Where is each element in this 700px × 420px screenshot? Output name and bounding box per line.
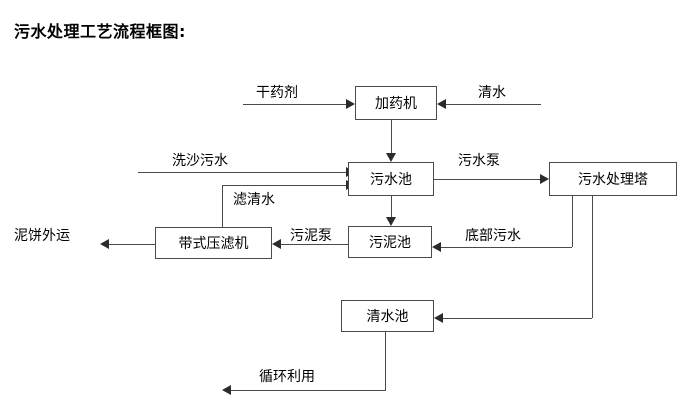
node-belt-filter-press[interactable]: 带式压滤机 — [155, 227, 272, 259]
arrow-dosing-to-sewage — [386, 153, 396, 162]
node-treatment-tower[interactable]: 污水处理塔 — [549, 162, 677, 196]
edge-line-sewage-pump — [434, 179, 540, 180]
edge-line-dry-agent — [243, 104, 346, 105]
edge-line-recycle-horizontal — [231, 390, 386, 391]
arrow-sludge-pump — [272, 239, 281, 249]
arrow-sewage-pump — [540, 174, 549, 184]
edge-label-recycle-use: 循环利用 — [259, 369, 315, 385]
arrow-tower-to-clear — [434, 313, 443, 323]
edge-line-bottom-sewage-horizontal — [441, 247, 572, 248]
arrow-mud-cake-out — [100, 239, 109, 249]
edge-label-sludge-pump: 污泥泵 — [290, 228, 332, 244]
edge-line-dosing-to-sewage — [391, 120, 392, 153]
edge-label-sand-wash-sewage: 洗沙污水 — [172, 153, 228, 169]
edge-label-dry-agent: 干药剂 — [256, 85, 298, 101]
node-dosing-machine[interactable]: 加药机 — [355, 86, 437, 120]
edge-line-sewage-to-sludge — [391, 196, 392, 217]
arrow-clean-water — [437, 99, 446, 109]
edge-line-recycle-vertical — [385, 332, 386, 390]
edge-line-sludge-pump — [281, 244, 348, 245]
edge-label-filtrate-water: 滤清水 — [233, 192, 275, 208]
arrow-recycle-use — [222, 385, 231, 395]
page-title: 污水处理工艺流程框图: — [14, 22, 186, 41]
node-sewage-pool[interactable]: 污水池 — [348, 162, 434, 196]
arrow-bottom-sewage — [432, 242, 441, 252]
arrow-dry-agent — [346, 99, 355, 109]
edge-line-tower-to-clear-vertical — [592, 196, 593, 318]
node-sludge-pool[interactable]: 污泥池 — [348, 226, 432, 258]
edge-line-filtrate-horizontal — [222, 185, 346, 186]
edge-label-clean-water: 清水 — [478, 85, 506, 101]
edge-line-mud-cake-out — [109, 244, 155, 245]
edge-line-clean-water — [446, 104, 541, 105]
node-clear-water-pool[interactable]: 清水池 — [341, 300, 434, 332]
edge-label-bottom-sewage: 底部污水 — [465, 228, 521, 244]
edge-label-mud-cake-out: 泥饼外运 — [14, 228, 70, 244]
arrow-sewage-to-sludge — [386, 217, 396, 226]
edge-line-sand-wash-sewage — [138, 172, 346, 173]
edge-line-bottom-sewage-vertical — [572, 196, 573, 247]
edge-label-sewage-pump: 污水泵 — [458, 153, 500, 169]
edge-line-filtrate-vertical — [222, 185, 223, 228]
edge-line-tower-to-clear-horizontal — [443, 318, 592, 319]
